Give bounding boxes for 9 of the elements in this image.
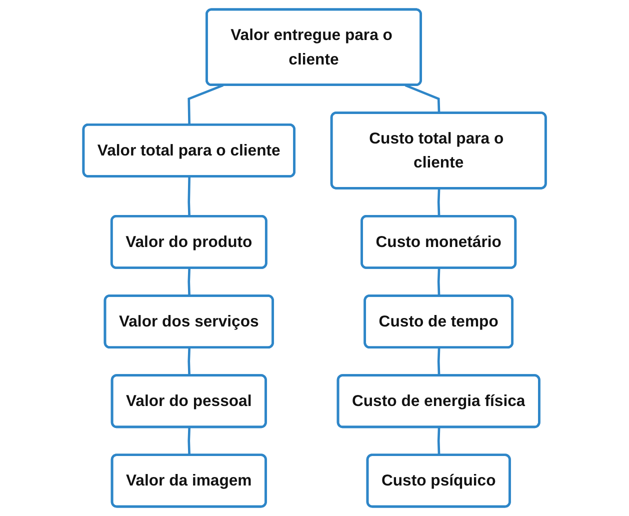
connector — [188, 348, 190, 376]
connector — [188, 427, 190, 456]
connector — [404, 84, 440, 114]
connector — [437, 188, 440, 217]
connector — [437, 268, 440, 296]
connector — [437, 348, 440, 376]
connector — [188, 268, 190, 296]
connector — [188, 176, 190, 217]
connector — [437, 427, 440, 456]
